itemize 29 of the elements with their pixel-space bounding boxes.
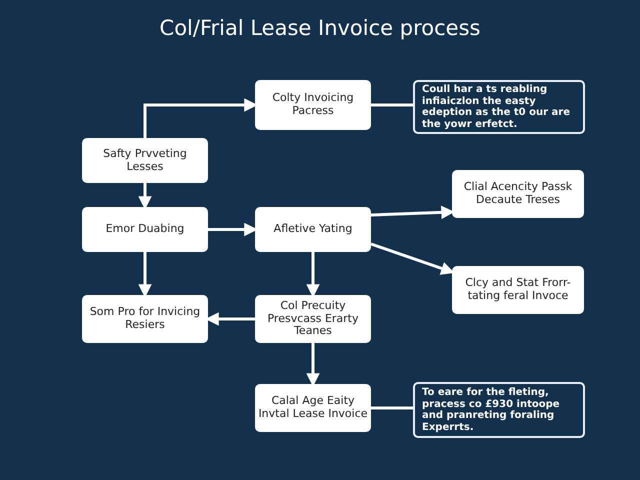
arrow — [138, 252, 152, 298]
node-text: Coull har a ts reabling infiaiczlon the easty edeption as the t0 our are the yowr erfetct. — [422, 84, 571, 130]
node-text: Safty Prvveting Lesses — [102, 148, 188, 174]
node-text: Clial Acencity Passk Decaute Treses — [462, 181, 574, 207]
process-box — [82, 295, 208, 343]
process-box — [82, 138, 208, 183]
connector-line — [371, 104, 413, 106]
diagram-title: Col/Frial Lease Invoice process — [158, 16, 482, 40]
connector-line — [371, 406, 413, 410]
arrow — [306, 252, 320, 298]
process-box — [255, 80, 371, 130]
node-text: Emor Duabing — [106, 223, 184, 236]
note-box — [413, 80, 585, 134]
arrow — [306, 343, 320, 387]
process-box — [255, 207, 371, 252]
node-text: To eare for the fleting, pracess co £930 intoope and pranreting foraling Experrts. — [422, 387, 561, 433]
process-box — [255, 295, 371, 343]
node-text: Col Precuity Presvcass Erarty Teanes — [266, 300, 360, 338]
node-text: Afletive Yating — [274, 223, 352, 236]
node-text: Colty Invoicing Pacress — [271, 92, 355, 118]
process-box — [452, 266, 584, 314]
process-box — [452, 170, 584, 218]
node-text: Clcy and Stat Frorr-tating feral Invoce — [464, 277, 572, 303]
node-text: Som Pro for Invicing Resiers — [88, 306, 202, 332]
note-box — [413, 382, 585, 438]
arrow — [138, 183, 152, 210]
process-box — [255, 384, 371, 432]
process-box — [82, 207, 208, 252]
node-text: Calal Age Eaity Invtal Lease Invoice — [258, 395, 368, 421]
